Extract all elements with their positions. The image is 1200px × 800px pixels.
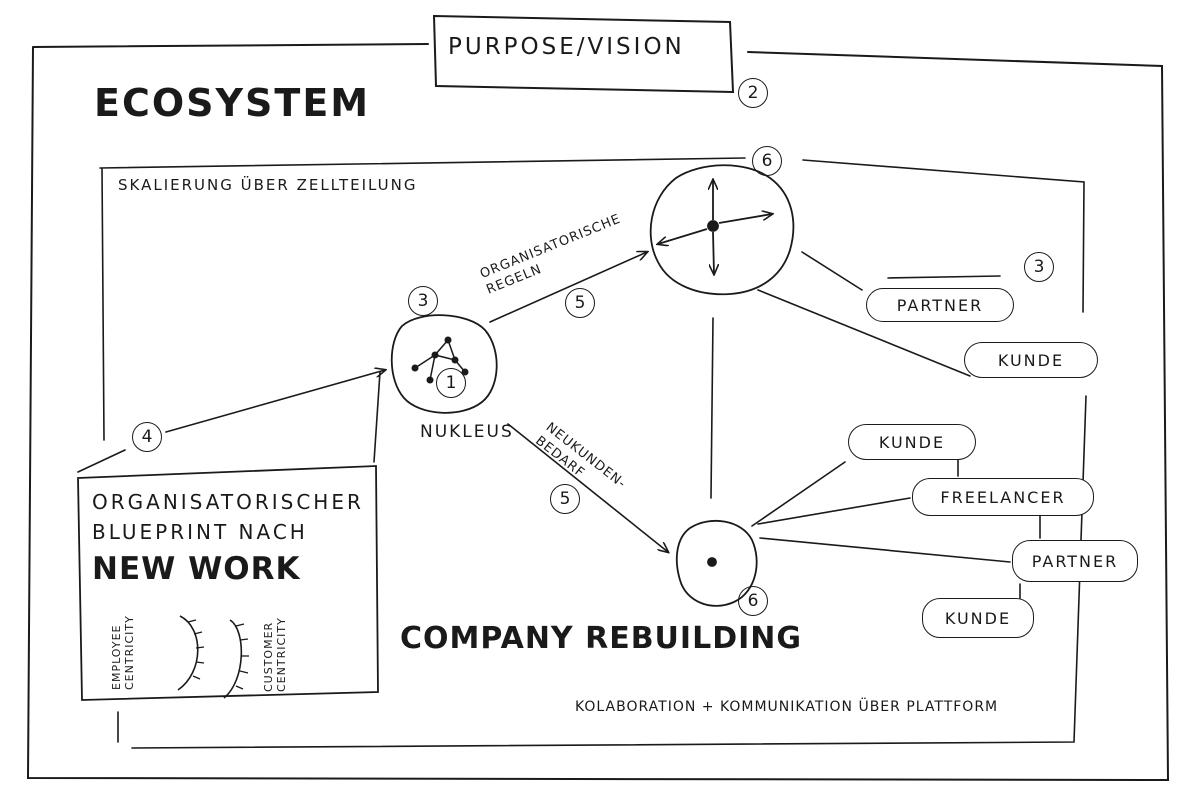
marker-stakeholders-top: 3 bbox=[1024, 252, 1054, 282]
marker-nucleus-inner: 1 bbox=[436, 368, 466, 398]
purpose-box bbox=[432, 14, 735, 94]
lower-cell bbox=[675, 519, 758, 607]
marker-arrow-upper: 5 bbox=[565, 288, 595, 318]
nucleus-label: NUKLEUS bbox=[420, 422, 514, 442]
marker-arrow-lower: 5 bbox=[550, 484, 580, 514]
blueprint-box bbox=[77, 465, 379, 701]
company-rebuilding-title: COMPANY REBUILDING bbox=[400, 621, 802, 656]
new-work-arcs bbox=[177, 615, 249, 699]
outer-frame bbox=[26, 43, 1170, 782]
cell-connector bbox=[710, 317, 714, 499]
upper-cell bbox=[649, 164, 795, 296]
stakeholder-kunde-upper: KUNDE bbox=[964, 342, 1098, 378]
inner-frame bbox=[99, 157, 1087, 749]
stakeholder-kunde-2: KUNDE bbox=[922, 598, 1034, 638]
arrow-rules bbox=[489, 252, 647, 323]
stakeholder-freelancer: FREELANCER bbox=[912, 478, 1094, 516]
stakeholder-kunde-1: KUNDE bbox=[848, 424, 976, 460]
scaling-label: SKALIERUNG ÜBER ZELLTEILUNG bbox=[118, 176, 418, 194]
employee-centricity-label: EMPLOYEE CENTRICITY bbox=[110, 615, 137, 690]
marker-purpose: 2 bbox=[738, 78, 768, 108]
marker-cell-top: 6 bbox=[752, 146, 782, 176]
blueprint-line1: ORGANISATORISCHER bbox=[92, 490, 364, 514]
marker-cell-bottom: 6 bbox=[738, 586, 768, 616]
stakeholder-partner-lower: PARTNER bbox=[1012, 540, 1138, 582]
marker-nucleus-top: 3 bbox=[408, 286, 438, 316]
customer-centricity-label: CUSTOMER CENTRICITY bbox=[262, 617, 289, 692]
new-work-title: NEW WORK bbox=[92, 551, 301, 587]
stakeholder-partner-upper: PARTNER bbox=[866, 288, 1014, 322]
nucleus-cell bbox=[390, 314, 498, 414]
blueprint-to-nucleus bbox=[373, 371, 381, 463]
purpose-vision-label: PURPOSE/VISION bbox=[448, 34, 685, 60]
collaboration-label: KOLABORATION + KOMMUNIKATION ÜBER PLATTF… bbox=[575, 699, 999, 715]
marker-blueprint-arrow: 4 bbox=[132, 422, 162, 452]
blueprint-line2: BLUEPRINT NACH bbox=[92, 520, 308, 544]
arrow-blueprint bbox=[77, 370, 385, 473]
arrow-demand bbox=[507, 423, 668, 552]
ecosystem-title: ECOSYSTEM bbox=[94, 81, 371, 125]
